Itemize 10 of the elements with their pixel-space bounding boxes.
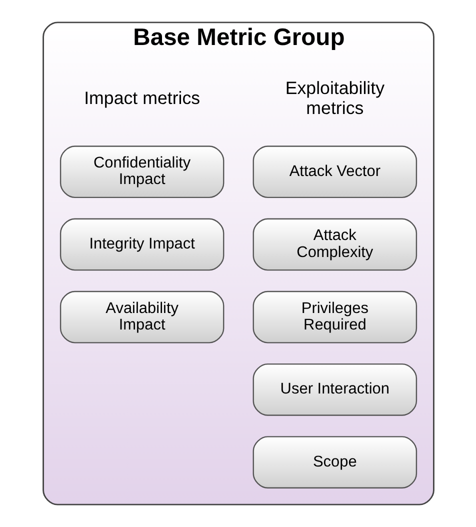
node-box: Privileges Required bbox=[252, 290, 417, 344]
node-box: Integrity Impact bbox=[59, 218, 224, 271]
node-box: User Interaction bbox=[252, 363, 417, 416]
node-box: Confidentiality Impact bbox=[59, 146, 224, 198]
node-box: Attack Complexity bbox=[252, 218, 417, 271]
label: Impact metrics bbox=[84, 88, 200, 108]
node-box: Availability Impact bbox=[59, 290, 224, 344]
node-box: Scope bbox=[252, 436, 417, 488]
node-box: Attack Vector bbox=[252, 146, 417, 198]
label: Exploitability metrics bbox=[284, 78, 384, 118]
